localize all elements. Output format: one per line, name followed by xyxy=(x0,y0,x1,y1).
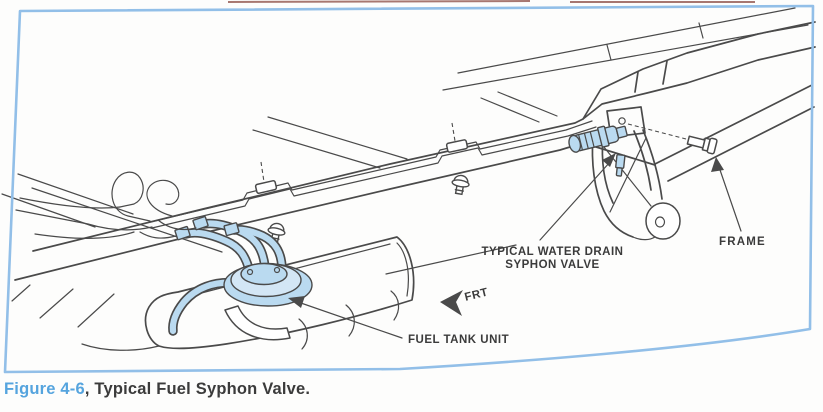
scan-artifact xyxy=(227,0,755,3)
figure-title: , Typical Fuel Syphon Valve. xyxy=(84,380,311,398)
fuel-tank-unit-arrowhead xyxy=(288,296,305,308)
frt-direction-arrow-icon xyxy=(440,290,463,316)
line-clips-and-studs xyxy=(254,122,472,245)
stud-bolt-icon xyxy=(449,173,472,196)
line-clip xyxy=(254,180,278,194)
leader-lines xyxy=(288,153,742,339)
water-drain-syphon-valve xyxy=(568,125,628,177)
syphon-valve-bracket xyxy=(591,106,681,241)
figure-number: Figure 4-6 xyxy=(4,380,85,398)
label-line-2: SYPHON VALVE xyxy=(505,258,600,271)
background-crossmember-lines xyxy=(1,7,809,328)
exhaust-pipe-section xyxy=(224,305,291,341)
hose-fitting xyxy=(223,222,240,237)
fuel-lines xyxy=(149,120,597,229)
frame-arrowhead xyxy=(711,157,724,172)
label-frame: FRAME xyxy=(719,236,766,248)
line-clip xyxy=(445,139,469,153)
label-line-1: TYPICAL WATER DRAIN xyxy=(481,246,624,258)
hose-fitting xyxy=(192,215,209,231)
label-fuel-tank-unit: FUEL TANK UNIT xyxy=(408,334,510,346)
label-water-drain-syphon-valve: TYPICAL WATER DRAIN SYPHON VALVE xyxy=(465,246,640,271)
valve-arrowhead xyxy=(602,153,616,167)
fuel-sender-hoses xyxy=(139,215,287,336)
fuel-line-loops xyxy=(15,171,180,239)
figure-border xyxy=(3,4,815,374)
mounting-bolt xyxy=(627,123,718,155)
figure-caption: Figure 4-6, Typical Fuel Syphon Valve. xyxy=(4,380,310,399)
frame-rail xyxy=(14,21,816,281)
fuel-sender-unit xyxy=(223,262,313,307)
